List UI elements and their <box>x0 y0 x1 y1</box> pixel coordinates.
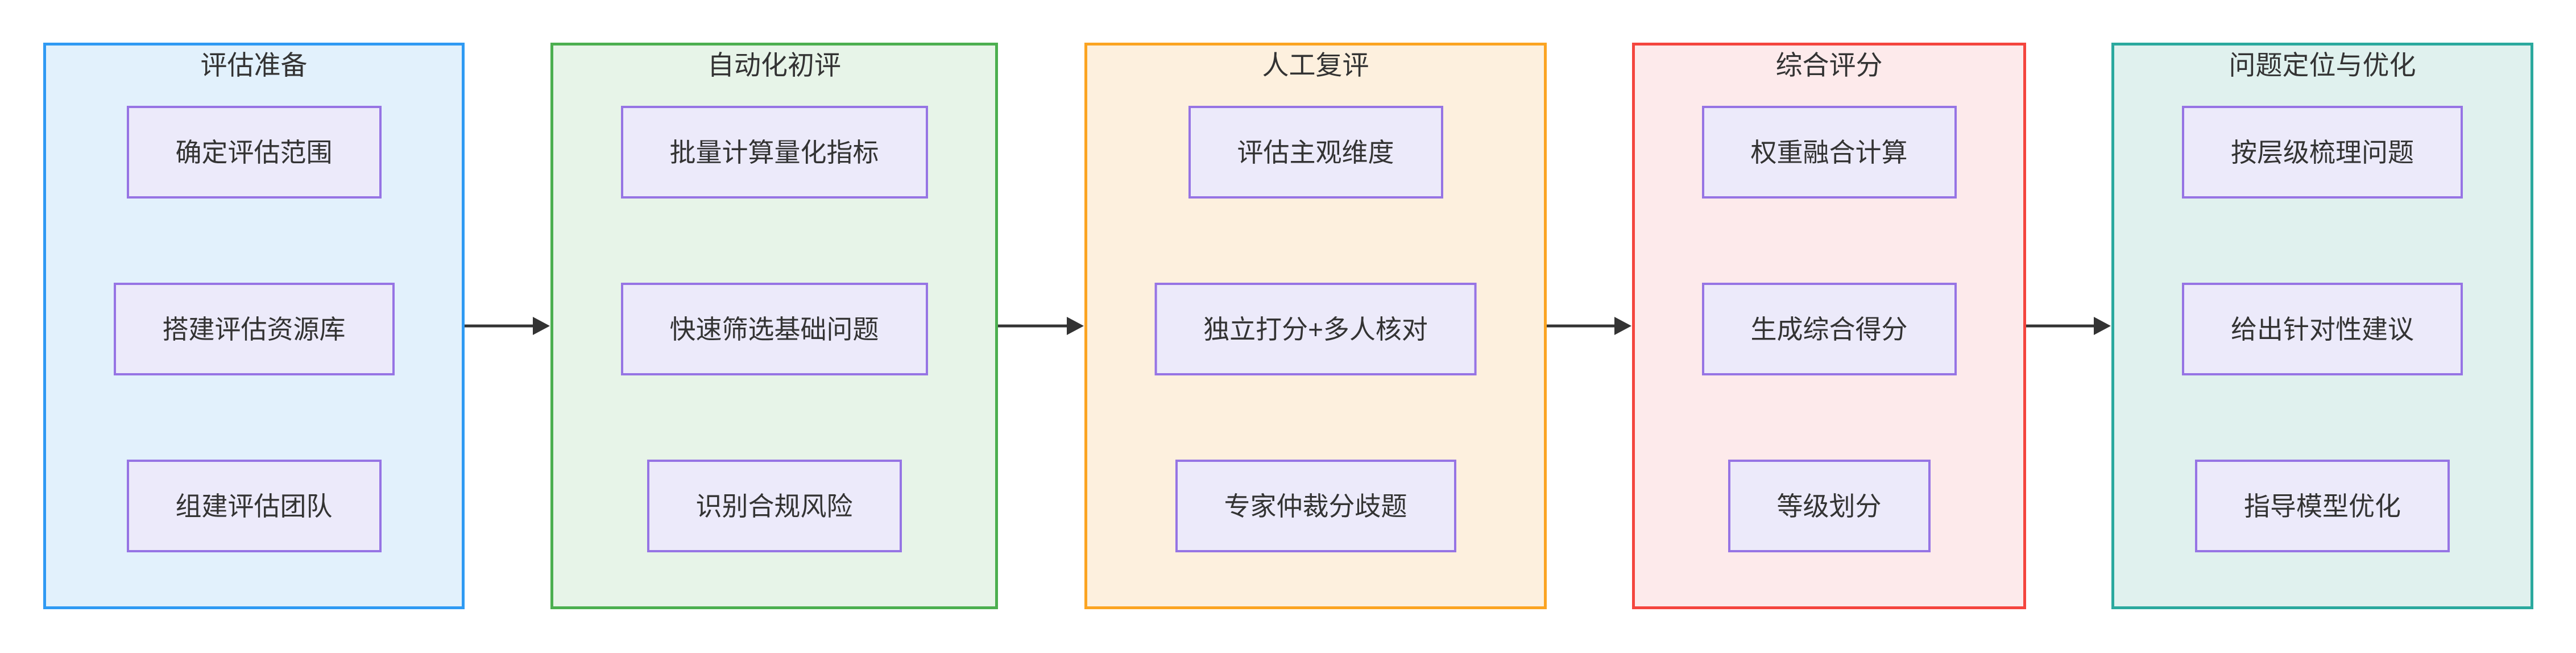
stage-evaluation-preparation: 评估准备 确定评估范围 搭建评估资源库 组建评估团队 <box>43 43 465 609</box>
stage-composite-scoring: 综合评分 权重融合计算 生成综合得分 等级划分 <box>1632 43 2026 609</box>
step-node: 按层级梳理问题 <box>2182 106 2463 199</box>
step-label: 批量计算量化指标 <box>669 137 879 167</box>
stage-title: 自动化初评 <box>707 50 841 80</box>
step-node: 生成综合得分 <box>1701 283 1957 375</box>
stage-problem-locating-optimization: 问题定位与优化 按层级梳理问题 给出针对性建议 指导模型优化 <box>2111 43 2533 609</box>
step-label: 搭建评估资源库 <box>162 314 346 344</box>
step-node: 批量计算量化指标 <box>620 106 928 199</box>
step-label: 评估主观维度 <box>1237 137 1394 167</box>
step-node: 权重融合计算 <box>1701 106 1957 199</box>
step-node: 确定评估范围 <box>126 106 382 199</box>
step-label: 权重融合计算 <box>1750 137 1908 167</box>
step-node: 独立打分+多人核对 <box>1154 283 1477 375</box>
flow-arrow-right-icon <box>998 317 1084 335</box>
step-node: 指导模型优化 <box>2195 460 2450 552</box>
step-node: 评估主观维度 <box>1188 106 1443 199</box>
step-node: 专家仲裁分歧题 <box>1175 460 1456 552</box>
stage-title: 人工复评 <box>1262 50 1369 80</box>
step-label: 快速筛选基础问题 <box>669 314 879 344</box>
step-node: 组建评估团队 <box>126 460 382 552</box>
flow-arrow-right-icon <box>1547 317 1631 335</box>
step-node: 快速筛选基础问题 <box>620 283 928 375</box>
stage-title: 问题定位与优化 <box>2229 50 2416 80</box>
step-label: 组建评估团队 <box>175 491 333 521</box>
step-label: 等级划分 <box>1776 491 1882 521</box>
step-label: 按层级梳理问题 <box>2231 137 2414 167</box>
step-label: 独立打分+多人核对 <box>1203 314 1428 344</box>
stage-title: 评估准备 <box>200 50 308 80</box>
stage-title: 综合评分 <box>1775 50 1883 80</box>
step-label: 生成综合得分 <box>1750 314 1908 344</box>
flow-arrow-right-icon <box>465 317 550 335</box>
step-node: 识别合规风险 <box>647 460 902 552</box>
step-label: 给出针对性建议 <box>2231 314 2414 344</box>
step-label: 专家仲裁分歧题 <box>1224 491 1407 521</box>
step-label: 识别合规风险 <box>695 491 853 521</box>
stage-manual-re-evaluation: 人工复评 评估主观维度 独立打分+多人核对 专家仲裁分歧题 <box>1084 43 1547 609</box>
step-label: 指导模型优化 <box>2244 491 2401 521</box>
step-node: 搭建评估资源库 <box>113 283 395 375</box>
step-node: 给出针对性建议 <box>2182 283 2463 375</box>
step-node: 等级划分 <box>1728 460 1931 552</box>
stage-automated-initial-review: 自动化初评 批量计算量化指标 快速筛选基础问题 识别合规风险 <box>550 43 998 609</box>
flow-arrow-right-icon <box>2026 317 2111 335</box>
step-label: 确定评估范围 <box>175 137 333 167</box>
